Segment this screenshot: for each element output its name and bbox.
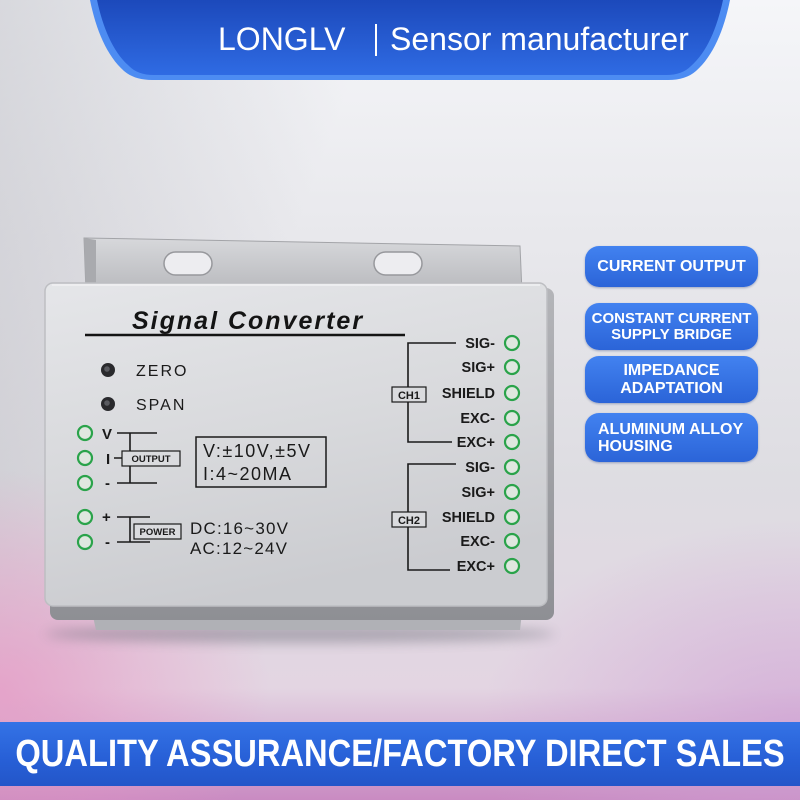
ch1-label-sig-plus: SIG+ (462, 360, 495, 376)
top-banner: LONGLV Sensor manufacturer (0, 0, 800, 82)
span-label: SPAN (136, 397, 186, 414)
top-banner-shape (90, 0, 730, 80)
feature-text: HOUSING (598, 437, 673, 455)
power-bracket (117, 516, 150, 543)
zero-adjuster (101, 363, 115, 377)
output-spec-voltage: V:±10V,±5V (203, 441, 312, 461)
output-terminal-label-v: V (102, 426, 112, 443)
ch1-label-exc-plus: EXC+ (457, 435, 495, 451)
output-terminal-label-i: I (106, 451, 110, 468)
terminal-output-i (76, 449, 94, 467)
output-tag: OUTPUT (131, 454, 170, 465)
terminal-output-minus (76, 474, 94, 492)
terminal-ch1-exc-minus (503, 409, 521, 427)
brand-divider (375, 24, 377, 56)
slogan-text: QUALITY ASSURANCE/FACTORY DIRECT SALES (15, 733, 785, 775)
feature-badge-constant-current: CONSTANT CURRENT SUPPLY BRIDGE (585, 303, 758, 350)
power-spec-ac: AC:12~24V (190, 539, 288, 558)
ch1-tag: CH1 (398, 390, 420, 402)
output-terminal-label-minus: - (105, 475, 110, 492)
ch2-tag: CH2 (398, 515, 420, 527)
ch2-label-exc-plus: EXC+ (457, 559, 495, 575)
device-title: Signal Converter (132, 307, 364, 335)
ch2-label-exc-minus: EXC- (460, 534, 495, 550)
terminal-power-minus (76, 533, 94, 551)
span-adjuster (101, 397, 115, 411)
ch2-label-sig-plus: SIG+ (462, 485, 495, 501)
terminal-ch1-sig-minus (503, 334, 521, 352)
terminal-ch1-exc-plus (503, 433, 521, 451)
bracket-edge (84, 238, 96, 292)
ch2-tag-box (391, 511, 427, 528)
feature-text: CONSTANT CURRENT (591, 309, 752, 327)
output-tag-box (121, 450, 181, 467)
output-spec-current: I:4~20MA (203, 464, 293, 484)
terminal-ch2-sig-plus (503, 483, 521, 501)
feature-text: IMPEDANCE (623, 361, 720, 379)
brand-tagline: Sensor manufacturer (390, 21, 689, 57)
feature-badge-housing: ALUMINUM ALLOY HOUSING (585, 413, 758, 462)
ch1-tag-box (391, 386, 427, 403)
mounting-slot-right (373, 251, 423, 276)
feature-text: SUPPLY BRIDGE (611, 325, 732, 343)
power-tag-box (133, 523, 182, 540)
power-tag: POWER (140, 527, 176, 538)
ch2-label-sig-minus: SIG- (465, 460, 495, 476)
ch2-label-shield: SHIELD (442, 510, 495, 526)
bottom-banner: QUALITY ASSURANCE/FACTORY DIRECT SALES (0, 722, 800, 786)
ch1-label-exc-minus: EXC- (460, 411, 495, 427)
ch1-label-sig-minus: SIG- (465, 336, 495, 352)
terminal-power-plus (76, 508, 94, 526)
feature-badge-current-output: CURRENT OUTPUT (585, 246, 758, 287)
output-spec-box (195, 436, 327, 488)
terminal-ch2-sig-minus (503, 458, 521, 476)
feature-text: ALUMINUM ALLOY (598, 420, 744, 438)
power-spec-dc: DC:16~30V (190, 519, 289, 538)
terminal-output-v (76, 424, 94, 442)
terminal-ch2-exc-plus (503, 557, 521, 575)
terminal-ch1-sig-plus (503, 358, 521, 376)
zero-label: ZERO (136, 363, 188, 380)
feature-text: ADAPTATION (620, 379, 723, 397)
power-terminal-label-plus: + (102, 509, 111, 526)
feature-text: CURRENT OUTPUT (597, 258, 746, 275)
feature-badge-impedance: IMPEDANCE ADAPTATION (585, 356, 758, 403)
terminal-ch2-exc-minus (503, 532, 521, 550)
terminal-ch1-shield (503, 384, 521, 402)
terminal-ch2-shield (503, 508, 521, 526)
mounting-slot-left (163, 251, 213, 276)
brand-name: LONGLV (218, 21, 346, 57)
power-terminal-label-minus: - (105, 534, 110, 551)
ch1-label-shield: SHIELD (442, 386, 495, 402)
